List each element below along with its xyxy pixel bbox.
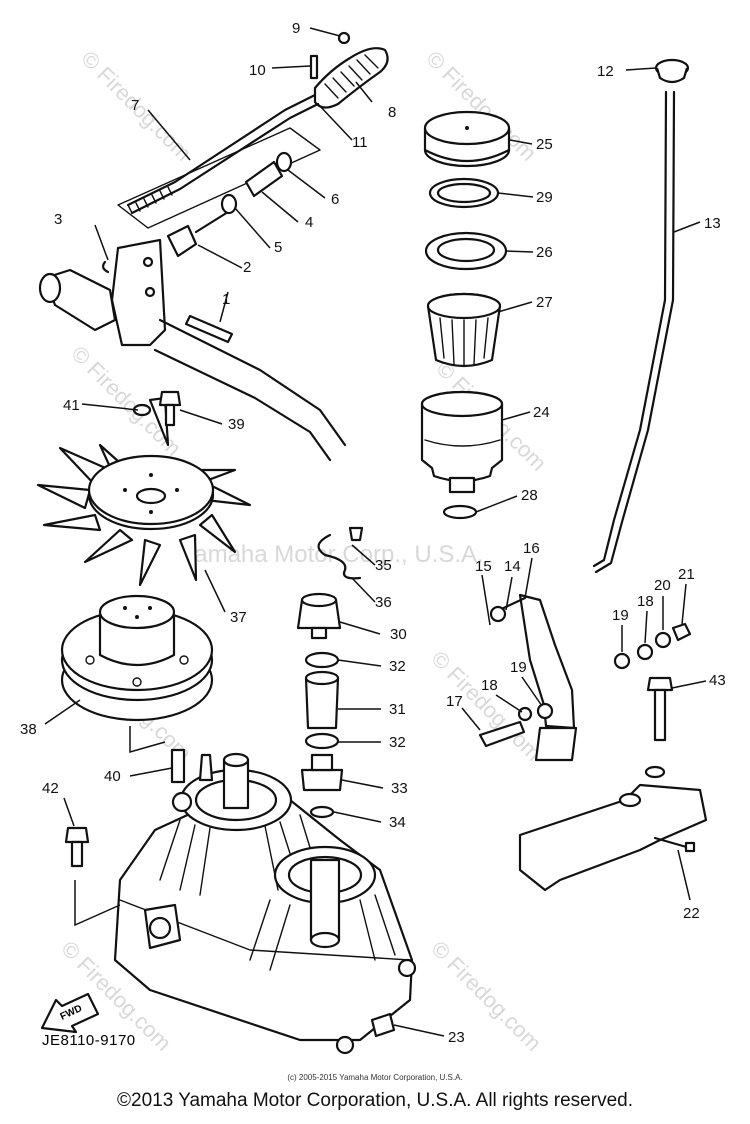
callout-32a: 32	[389, 658, 406, 675]
hose-assembly	[296, 526, 364, 819]
callout-26: 26	[536, 244, 553, 261]
bracket-assembly	[478, 593, 708, 892]
callout-14: 14	[504, 558, 521, 575]
callout-37: 37	[230, 609, 247, 626]
callout-34: 34	[389, 814, 406, 831]
diagram-code: JE8110-9170	[42, 1032, 136, 1049]
callout-7: 7	[131, 97, 139, 114]
callout-18: 18	[481, 677, 498, 694]
callout-25: 25	[536, 136, 553, 153]
callout-32b: 32	[389, 734, 406, 751]
control-rod	[592, 58, 690, 574]
callout-18b: 18	[637, 593, 654, 610]
callout-40: 40	[104, 768, 121, 785]
watermark-firedog: © Firedog.com	[426, 646, 546, 766]
callout-39: 39	[228, 416, 245, 433]
callout-1: 1	[222, 291, 230, 308]
callout-19a: 19	[510, 659, 527, 676]
callout-13: 13	[704, 215, 721, 232]
callout-33: 33	[391, 780, 408, 797]
fan-bolt	[132, 390, 182, 427]
fwd-arrow-icon: FWD	[40, 992, 100, 1034]
small-fasteners	[64, 748, 186, 868]
shift-lever-assembly	[38, 31, 389, 462]
callout-15: 15	[475, 558, 492, 575]
callout-2: 2	[243, 259, 251, 276]
callout-27: 27	[536, 294, 553, 311]
callout-4: 4	[305, 214, 313, 231]
callout-16: 16	[523, 540, 540, 557]
callout-29: 29	[536, 189, 553, 206]
small-copyright: (c) 2005-2015 Yamaha Motor Corporation, …	[287, 1073, 463, 1082]
leader-lines	[44, 27, 707, 1037]
callout-5: 5	[274, 239, 282, 256]
callout-9: 9	[292, 20, 300, 37]
callout-41: 41	[63, 397, 80, 414]
callout-labels: 1 2 3 4 5 6 7 8 9 10 11 12 13 14 15 16 1…	[20, 20, 726, 1046]
callout-35: 35	[375, 557, 392, 574]
callout-3: 3	[54, 211, 62, 228]
callout-6: 6	[331, 191, 339, 208]
callout-19b: 19	[612, 607, 629, 624]
callout-17: 17	[446, 693, 463, 710]
callout-36: 36	[375, 594, 392, 611]
callout-21: 21	[678, 566, 695, 583]
callout-10: 10	[249, 62, 266, 79]
callout-38: 38	[20, 721, 37, 738]
transmission	[113, 752, 417, 1055]
callout-30: 30	[390, 626, 407, 643]
callout-43: 43	[709, 672, 726, 689]
filter-assembly	[420, 110, 511, 520]
callout-23: 23	[448, 1029, 465, 1046]
callout-22: 22	[683, 905, 700, 922]
callout-20: 20	[654, 577, 671, 594]
callout-24: 24	[533, 404, 550, 421]
watermark-firedog: © Firedog.com	[426, 936, 546, 1056]
callout-42: 42	[42, 780, 59, 797]
callout-8: 8	[388, 104, 396, 121]
footer-copyright: ©2013 Yamaha Motor Corporation, U.S.A. A…	[117, 1090, 633, 1111]
pulley	[60, 594, 214, 722]
callout-31: 31	[389, 701, 406, 718]
callout-12: 12	[597, 63, 614, 80]
callout-11: 11	[352, 134, 368, 151]
cooling-fan	[36, 396, 252, 587]
callout-28: 28	[521, 487, 538, 504]
